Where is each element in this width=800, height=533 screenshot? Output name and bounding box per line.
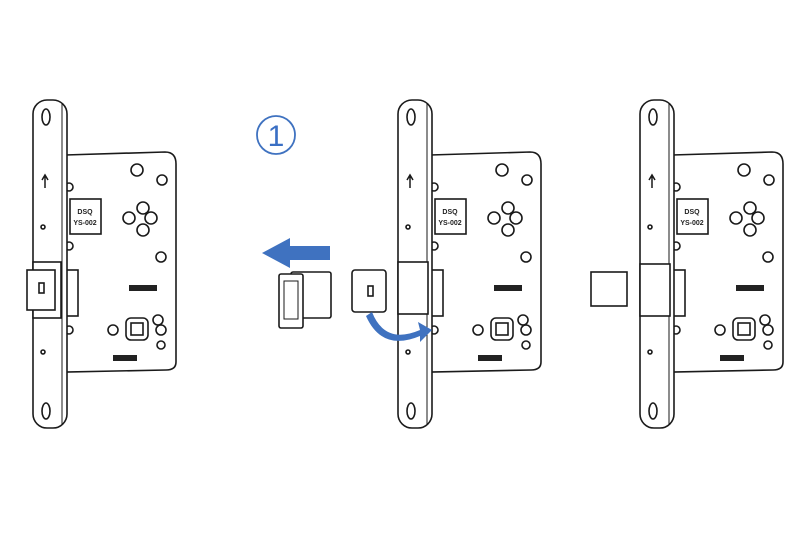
up-arrow-icon — [648, 173, 656, 188]
follower-hole — [729, 211, 743, 225]
square-spindle-icon — [495, 322, 509, 336]
label-plate — [676, 198, 709, 235]
faceplate-dot — [405, 349, 411, 355]
screw-hole — [152, 314, 164, 326]
screw-hole — [763, 340, 773, 350]
faceplate-screw-hole — [41, 402, 51, 420]
faceplate-dot — [647, 224, 653, 230]
rotate-arrow-icon — [366, 312, 432, 342]
screw-hole — [155, 251, 167, 263]
screw-hole — [520, 251, 532, 263]
faceplate-screw-hole — [648, 402, 658, 420]
faceplate-dot — [40, 224, 46, 230]
removed-latch-cover — [278, 271, 332, 329]
follower-hole — [509, 211, 523, 225]
step-number: 1 — [268, 120, 285, 153]
screw-hole — [759, 314, 771, 326]
slot — [494, 285, 522, 291]
step-marker: 1 — [256, 115, 296, 155]
follower-hole — [751, 211, 765, 225]
faceplate-screw-hole — [406, 108, 416, 126]
screw-hole — [762, 324, 774, 336]
label-line-1: DSQ — [442, 209, 458, 216]
slot — [478, 355, 502, 361]
latch-frame — [639, 263, 671, 317]
follower-hole — [144, 211, 158, 225]
up-arrow-icon — [41, 173, 49, 188]
follower-hole — [501, 223, 515, 237]
faceplate-screw-hole — [41, 108, 51, 126]
follower-hole — [136, 223, 150, 237]
screw-hole — [130, 163, 144, 177]
screw-hole — [521, 174, 533, 186]
slot — [129, 285, 157, 291]
screw-hole — [107, 324, 119, 336]
mortise-lock-1: DSQ YS-002 — [26, 99, 177, 429]
faceplate-screw-hole — [406, 402, 416, 420]
screw-hole — [156, 340, 166, 350]
screw-hole — [714, 324, 726, 336]
screw-hole — [737, 163, 751, 177]
latch-slot — [38, 282, 45, 294]
faceplate-dot — [405, 224, 411, 230]
slot — [113, 355, 137, 361]
screw-hole — [521, 340, 531, 350]
follower-hole — [743, 223, 757, 237]
screw-hole — [762, 251, 774, 263]
screw-hole — [155, 324, 167, 336]
label-line-2: YS-002 — [73, 220, 96, 227]
screw-hole — [763, 174, 775, 186]
label-plate — [434, 198, 467, 235]
screw-hole — [156, 174, 168, 186]
faceplate-dot — [40, 349, 46, 355]
label-plate — [69, 198, 102, 235]
follower-hole — [487, 211, 501, 225]
label-line-1: DSQ — [684, 209, 700, 216]
latch-slot — [367, 285, 374, 297]
square-spindle-icon — [737, 322, 751, 336]
latch-frame — [397, 261, 429, 315]
faceplate-screw-hole — [648, 108, 658, 126]
mortise-lock-2: DSQ YS-002 — [351, 99, 542, 429]
label-line-2: YS-002 — [438, 220, 461, 227]
step-circle — [256, 115, 296, 155]
label-line-1: DSQ — [77, 209, 93, 216]
follower-hole — [122, 211, 136, 225]
latch-bolt — [26, 269, 56, 311]
screw-hole — [472, 324, 484, 336]
latch-bolt — [590, 271, 628, 307]
slot — [736, 285, 764, 291]
follower-hole — [743, 201, 757, 215]
faceplate-dot — [647, 349, 653, 355]
square-spindle-icon — [130, 322, 144, 336]
follower-hole — [136, 201, 150, 215]
up-arrow-icon — [406, 173, 414, 188]
slot — [720, 355, 744, 361]
left-arrow-icon — [262, 238, 330, 268]
label-line-2: YS-002 — [680, 220, 703, 227]
screw-hole — [517, 314, 529, 326]
screw-hole — [520, 324, 532, 336]
mortise-lock-3: DSQ YS-002 — [590, 99, 784, 429]
follower-hole — [501, 201, 515, 215]
screw-hole — [495, 163, 509, 177]
